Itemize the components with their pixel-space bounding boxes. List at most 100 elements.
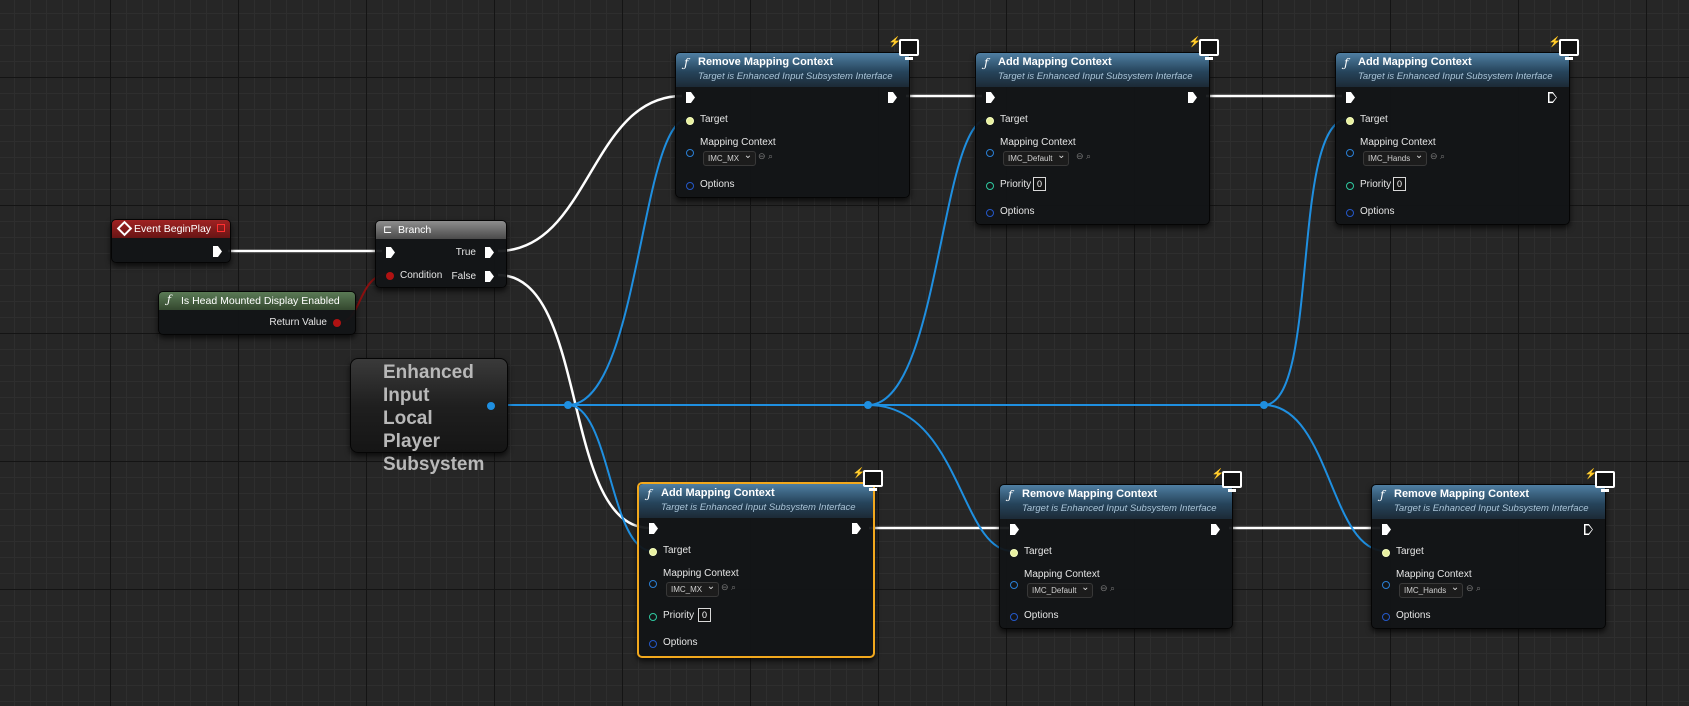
options-pin[interactable] [1382, 613, 1390, 621]
exec-output-pin[interactable] [1548, 92, 1557, 103]
exec-output-pin[interactable] [1188, 92, 1197, 103]
node-title: Remove Mapping Context [1394, 488, 1530, 500]
exec-output-pin[interactable] [1584, 524, 1593, 535]
exec-output-pin[interactable] [213, 246, 222, 257]
target-pin[interactable] [686, 117, 694, 125]
object-wire-top-1 [567, 118, 689, 406]
target-pin[interactable] [986, 117, 994, 125]
priority-label: Priority [663, 610, 695, 621]
target-label: Target [663, 545, 691, 556]
hmd-enabled-node[interactable]: ƒ Is Head Mounted Display Enabled Return… [158, 291, 356, 335]
bot-remove-hands-node[interactable]: ƒ Remove Mapping Context Target is Enhan… [1371, 469, 1615, 629]
function-icon: ƒ [1008, 488, 1013, 502]
priority-input[interactable]: 0 [1393, 177, 1406, 191]
mapping-context-pin[interactable] [686, 149, 694, 157]
asset-browse-icons[interactable]: ⊖ ⌕ [721, 582, 737, 592]
false-exec-pin[interactable] [485, 271, 494, 282]
bolt-icon: ⚡ [1188, 37, 1201, 48]
asset-browse-icons[interactable]: ⊖ ⌕ [1466, 583, 1482, 593]
priority-input[interactable]: 0 [698, 608, 711, 622]
options-pin[interactable] [649, 640, 657, 648]
exec-input-pin[interactable] [1382, 524, 1391, 535]
node-subtitle: Target is Enhanced Input Subsystem Inter… [661, 502, 856, 513]
top-add-hands-node[interactable]: ƒ Add Mapping Context Target is Enhanced… [1335, 37, 1579, 225]
mapping-context-pin[interactable] [1382, 581, 1390, 589]
true-exec-pin[interactable] [485, 247, 494, 258]
priority-pin[interactable] [1346, 182, 1354, 190]
mapping-context-pin[interactable] [649, 580, 657, 588]
asset-browse-icons[interactable]: ⊖ ⌕ [1100, 583, 1116, 593]
priority-pin[interactable] [649, 613, 657, 621]
exec-input-pin[interactable] [386, 247, 395, 258]
bolt-icon: ⚡ [1211, 469, 1224, 480]
exec-input-pin[interactable] [1010, 524, 1019, 535]
branch-header: ⊏ Branch [376, 221, 506, 239]
bolt-icon: ⚡ [1584, 469, 1597, 480]
mapping-context-dropdown[interactable]: IMC_MX [666, 580, 720, 597]
condition-label: Condition [400, 270, 443, 281]
target-pin[interactable] [1346, 117, 1354, 125]
node-subtitle: Target is Enhanced Input Subsystem Inter… [1358, 71, 1553, 82]
exec-output-pin[interactable] [1211, 524, 1220, 535]
bot-remove-default-node[interactable]: ƒ Remove Mapping Context Target is Enhan… [999, 469, 1242, 629]
target-pin[interactable] [1010, 549, 1018, 557]
bot-add-mx-node[interactable]: ƒ Add Mapping Context Target is Enhanced… [637, 468, 883, 658]
options-pin[interactable] [986, 209, 994, 217]
subsystem-output-pin[interactable] [487, 402, 495, 410]
top-remove-mx-node[interactable]: ƒ Remove Mapping Context Target is Enhan… [675, 37, 919, 198]
options-label: Options [1024, 610, 1059, 621]
asset-browse-icons[interactable]: ⊖ ⌕ [1430, 151, 1446, 161]
node-header: ƒ Remove Mapping Context Target is Enhan… [676, 37, 919, 87]
monitor-icon [1199, 39, 1219, 60]
event-begin-play-node[interactable]: Event BeginPlay [111, 219, 231, 263]
exec-input-pin[interactable] [649, 523, 658, 534]
mapping-context-dropdown[interactable]: IMC_Hands [1399, 581, 1464, 598]
function-icon: ƒ [1344, 56, 1349, 70]
function-icon: ƒ [167, 293, 172, 306]
mapping-context-dropdown[interactable]: IMC_Hands [1363, 149, 1428, 166]
node-title: Add Mapping Context [661, 487, 775, 499]
mapping-context-label: Mapping Context [1024, 569, 1100, 580]
exec-input-pin[interactable] [1346, 92, 1355, 103]
exec-output-pin[interactable] [888, 92, 897, 103]
priority-pin[interactable] [986, 182, 994, 190]
node-title: Branch [398, 224, 432, 236]
subsystem-node[interactable]: Enhanced Input Local Player Subsystem [350, 358, 508, 475]
mapping-context-pin[interactable] [1346, 149, 1354, 157]
function-icon: ƒ [1380, 488, 1385, 502]
top-add-default-node[interactable]: ƒ Add Mapping Context Target is Enhanced… [975, 37, 1219, 225]
target-pin[interactable] [1382, 549, 1390, 557]
false-label: False [451, 271, 476, 282]
asset-browse-icons[interactable]: ⊖ ⌕ [758, 151, 774, 161]
return-value-pin[interactable] [333, 319, 341, 327]
asset-browse-icons[interactable]: ⊖ ⌕ [1076, 151, 1092, 161]
node-header: ƒ Add Mapping Context Target is Enhanced… [976, 37, 1219, 87]
event-diamond-icon [116, 220, 133, 237]
branch-node[interactable]: ⊏ Branch True Condition False [375, 220, 507, 288]
priority-input[interactable]: 0 [1033, 177, 1046, 191]
options-label: Options [700, 179, 735, 190]
object-wire-top-2 [867, 118, 989, 406]
options-pin[interactable] [686, 182, 694, 190]
event-header: Event BeginPlay [112, 220, 230, 238]
node-subtitle: Target is Enhanced Input Subsystem Inter… [1394, 503, 1589, 514]
target-pin[interactable] [649, 548, 657, 556]
exec-input-pin[interactable] [686, 92, 695, 103]
monitor-icon [1559, 39, 1579, 60]
exec-input-pin[interactable] [986, 92, 995, 103]
exec-wire-true-remove-mx [497, 94, 683, 253]
options-pin[interactable] [1010, 613, 1018, 621]
mapping-context-dropdown[interactable]: IMC_MX [703, 149, 757, 166]
condition-pin[interactable] [386, 272, 394, 280]
node-subtitle: Target is Enhanced Input Subsystem Inter… [1022, 503, 1217, 514]
mapping-context-pin[interactable] [1010, 581, 1018, 589]
mapping-context-dropdown[interactable]: IMC_Default [1027, 581, 1094, 598]
monitor-icon [1222, 471, 1242, 492]
node-title: Event BeginPlay [134, 223, 212, 235]
mapping-context-pin[interactable] [986, 149, 994, 157]
options-pin[interactable] [1346, 209, 1354, 217]
mapping-context-dropdown[interactable]: IMC_Default [1003, 149, 1070, 166]
true-label: True [455, 247, 476, 258]
exec-output-pin[interactable] [852, 523, 861, 534]
target-label: Target [700, 114, 728, 125]
